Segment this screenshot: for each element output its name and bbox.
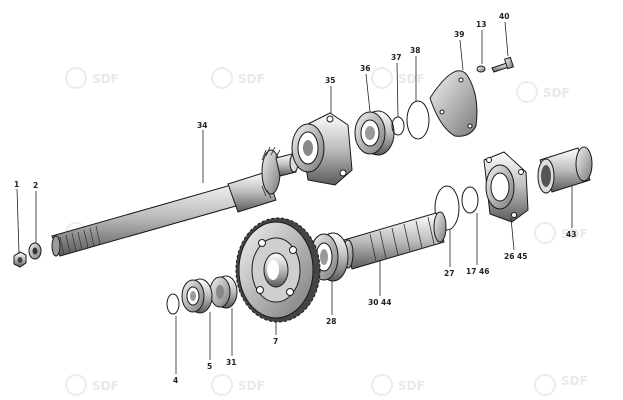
- label-part-36: 36: [360, 64, 370, 73]
- leader-lines: [16, 21, 573, 374]
- label-part-40: 40: [499, 12, 509, 21]
- watermark-logo: SDF: [65, 67, 119, 89]
- label-part-28: 28: [326, 317, 336, 326]
- label-part-1: 1: [14, 180, 19, 189]
- part-5-bearing: [181, 278, 213, 314]
- part-40-bolt: [491, 56, 515, 73]
- part-1-nut: [13, 251, 27, 268]
- label-part-34: 34: [197, 121, 207, 130]
- part-labels: 1 2 4 5 31 7 28 30 44 27 17 46 26 45 43 …: [14, 12, 576, 385]
- watermark-logo: SDF: [371, 374, 425, 396]
- label-part-31: 31: [226, 358, 236, 367]
- svg-text:SDF: SDF: [238, 379, 265, 393]
- label-part-27: 27: [444, 269, 454, 278]
- label-part-43: 43: [566, 230, 576, 239]
- part-39-cover-plate: [429, 70, 478, 137]
- label-part-30-44: 30 44: [368, 298, 392, 307]
- watermark-logo: SDF: [211, 67, 265, 89]
- part-13-lock-washer: [476, 65, 486, 73]
- part-43-sleeve: [537, 146, 593, 194]
- part-30-44-splined-shaft: [342, 211, 447, 270]
- part-2-washer: [28, 242, 42, 260]
- watermark-logo: SDF: [516, 81, 570, 103]
- part-7-gear: [235, 217, 321, 323]
- watermark-logo: SDF: [534, 374, 588, 396]
- svg-text:SDF: SDF: [398, 379, 425, 393]
- part-37-snap-ring: [391, 116, 405, 136]
- svg-text:SDF: SDF: [92, 72, 119, 86]
- part-17-46-ring: [461, 186, 479, 214]
- label-part-38: 38: [410, 46, 420, 55]
- part-35-bearing-housing: [291, 112, 353, 186]
- label-part-2: 2: [33, 181, 38, 190]
- label-part-35: 35: [325, 76, 335, 85]
- part-26-45-flange-housing: [483, 151, 529, 223]
- part-31-bearing: [209, 275, 238, 309]
- svg-text:SDF: SDF: [561, 227, 588, 241]
- label-part-37: 37: [391, 53, 401, 62]
- label-part-17-46: 17 46: [466, 267, 490, 276]
- label-part-7: 7: [273, 337, 278, 346]
- part-38-gasket: [406, 100, 430, 140]
- svg-text:SDF: SDF: [398, 72, 425, 86]
- part-36-bearing: [354, 110, 395, 156]
- label-part-39: 39: [454, 30, 464, 39]
- part-34-shaft: [51, 146, 299, 257]
- watermark-logo: SDF: [534, 222, 588, 244]
- part-27-ring: [434, 185, 460, 231]
- part-4-snap-ring: [166, 293, 180, 315]
- watermark-logo: SDF: [65, 374, 119, 396]
- svg-text:SDF: SDF: [543, 86, 570, 100]
- label-part-13: 13: [476, 20, 486, 29]
- watermark-logo: SDF: [211, 374, 265, 396]
- svg-text:SDF: SDF: [92, 379, 119, 393]
- label-part-5: 5: [207, 362, 212, 371]
- label-part-4: 4: [173, 376, 178, 385]
- label-part-26-45: 26 45: [504, 252, 528, 261]
- watermark-logo: SDF: [371, 67, 425, 89]
- svg-text:SDF: SDF: [238, 72, 265, 86]
- svg-text:SDF: SDF: [561, 374, 588, 388]
